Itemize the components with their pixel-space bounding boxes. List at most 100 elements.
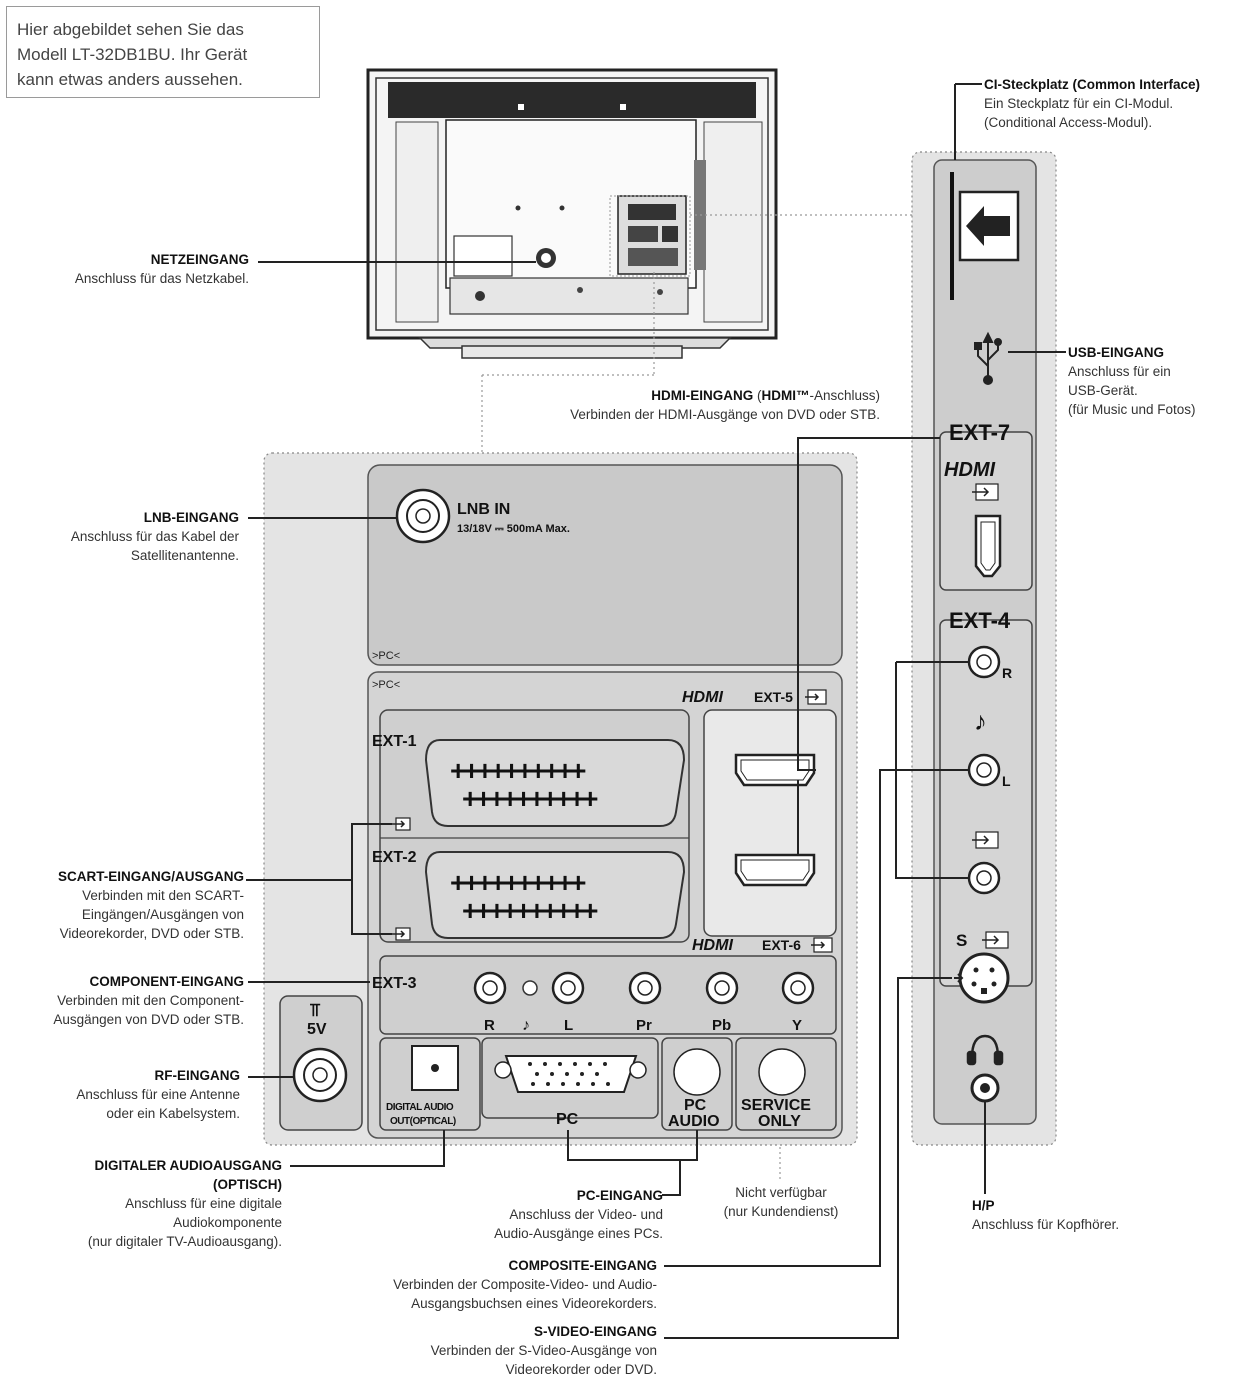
ext1-label: EXT-1 (372, 733, 417, 750)
scart-desc-1: Verbinden mit den SCART- (82, 888, 244, 903)
pc-callout: PC-EINGANG Anschluss der Video- und Audi… (494, 1186, 663, 1243)
hdmi-title-mid: ( (753, 388, 762, 403)
comp-pr-label: Pr (636, 1017, 652, 1034)
svideo-desc-1: Verbinden der S-Video-Ausgänge von (430, 1343, 657, 1358)
digital-audio-desc-2: Audiokomponente (173, 1215, 282, 1230)
hdmi-callout: HDMI-EINGANG (HDMI™-Anschluss) Verbinden… (570, 386, 880, 424)
side-note-icon: ♪ (974, 706, 987, 736)
usb-callout: USB-EINGANG Anschluss für ein USB-Gerät.… (1068, 343, 1196, 419)
side-panel (911, 151, 1057, 1146)
rf-antenna-icon: ⫪ (310, 1000, 320, 1020)
digital-audio-label-2: OUT(OPTICAL) (390, 1116, 456, 1127)
scart-title: SCART-EINGANG/AUSGANG (57, 869, 244, 884)
hdmi-desc: Verbinden der HDMI-Ausgänge von DVD oder… (570, 407, 880, 422)
hdmi-logo-ext5: HDMI (682, 689, 723, 706)
component-title: COMPONENT-EINGANG (89, 974, 244, 989)
hp-desc: Anschluss für Kopfhörer. (972, 1217, 1120, 1232)
digital-audio-label-1: DIGITAL AUDIO (386, 1102, 454, 1113)
ci-desc-1: Ein Steckplatz für ein CI-Modul. (984, 96, 1174, 111)
rf-5v-label: 5V (307, 1021, 327, 1038)
usb-icon (974, 331, 1002, 385)
netzeingang-callout: NETZEINGANG Anschluss für das Netzkabel. (75, 250, 249, 288)
pc-tag-bottom: >PC< (372, 679, 400, 691)
ext7-label: EXT-7 (949, 420, 1010, 445)
main-panel (263, 452, 858, 1146)
ci-callout: CI-Steckplatz (Common Interface) Ein Ste… (984, 75, 1200, 132)
guide-lines (481, 214, 912, 1182)
svideo-callout: S-VIDEO-EINGANG Verbinden der S-Video-Au… (431, 1322, 657, 1379)
digital-audio-desc-3: (nur digitaler TV-Audioausgang). (87, 1234, 282, 1249)
service-label-2: ONLY (758, 1113, 801, 1130)
composite-desc-2: Ausgangsbuchsen eines Videorekorders. (411, 1296, 657, 1311)
ci-desc-2: (Conditional Access-Modul). (984, 115, 1153, 130)
ext6-label: EXT-6 (762, 937, 801, 953)
hdmi-logo-ext6: HDMI (692, 937, 733, 954)
pc-title: PC-EINGANG (576, 1188, 663, 1203)
model-note-line-2: Modell LT-32DB1BU. Ihr Gerät (17, 45, 248, 64)
scart-callout: SCART-EINGANG/AUSGANG Verbinden mit den … (58, 867, 244, 943)
netzeingang-desc: Anschluss für das Netzkabel. (74, 271, 249, 286)
rf-callout: RF-EINGANG Anschluss für eine Antenne od… (76, 1066, 240, 1123)
service-label-1: SERVICE (741, 1097, 811, 1114)
digital-audio-title-2: (OPTISCH) (213, 1177, 282, 1192)
usb-title: USB-EINGANG (1068, 345, 1165, 360)
hdmi-title: HDMI-EINGANG (651, 388, 754, 403)
digital-audio-callout: DIGITALER AUDIOAUSGANG (OPTISCH) Anschlu… (88, 1156, 282, 1251)
rf-desc-1: Anschluss für eine Antenne (76, 1087, 240, 1102)
ext4-label: EXT-4 (949, 608, 1011, 633)
service-callout: Nicht verfügbar (nur Kundendienst) (722, 1183, 840, 1221)
comp-note-icon: ♪ (522, 1017, 530, 1034)
scart-desc-3: Videorekorder, DVD oder STB. (59, 926, 244, 941)
vga-pins (528, 1062, 610, 1086)
lnb-callout: LNB-EINGANG Anschluss für das Kabel der … (71, 508, 239, 565)
usb-desc-3: (für Music und Fotos) (1068, 402, 1196, 417)
scart1-pins-top: ++++++++++ (450, 755, 586, 786)
ci-title: CI-Steckplatz (Common Interface) (984, 77, 1201, 92)
hdmi-logo-ext7: HDMI (944, 459, 996, 481)
pc-audio-label-2: AUDIO (668, 1113, 720, 1130)
scart2-pins-top: ++++++++++ (450, 867, 586, 898)
pc-tag-top: >PC< (372, 650, 400, 662)
model-note-line-1: Hier abgebildet sehen Sie das (17, 20, 244, 39)
lnb-title: LNB-EINGANG (143, 510, 239, 525)
composite-callout: COMPOSITE-EINGANG Verbinden der Composit… (393, 1256, 657, 1313)
hp-callout: H/P Anschluss für Kopfhörer. (972, 1196, 1119, 1234)
lnb-spec-label: 13/18V ⎓ 500mA Max. (457, 523, 570, 535)
svideo-desc-2: Videorekorder oder DVD. (505, 1362, 657, 1377)
hp-title: H/P (972, 1198, 995, 1213)
composite-title: COMPOSITE-EINGANG (508, 1258, 657, 1273)
component-desc-2: Ausgängen von DVD oder STB. (53, 1012, 244, 1027)
component-desc-1: Verbinden mit den Component- (57, 993, 244, 1008)
ext2-label: EXT-2 (372, 849, 417, 866)
tv-back-illustration (366, 68, 778, 359)
pc-desc-1: Anschluss der Video- und (509, 1207, 663, 1222)
scart2-pins-bottom: ++++++++++ (462, 895, 598, 926)
lnb-in-label: LNB IN (457, 501, 510, 518)
digital-audio-title-1: DIGITALER AUDIOAUSGANG (94, 1158, 283, 1173)
headphone-icon (966, 1034, 1004, 1066)
ext3-label: EXT-3 (372, 975, 417, 992)
side-r-label: R (1002, 665, 1012, 681)
lnb-desc-2: Satellitenantenne. (130, 548, 239, 563)
service-desc-1: Nicht verfügbar (735, 1185, 827, 1200)
netzeingang-title: NETZEINGANG (150, 252, 249, 267)
composite-desc-1: Verbinden der Composite-Video- und Audio… (393, 1277, 657, 1292)
pc-audio-label-1: PC (684, 1097, 707, 1114)
model-note-box: Hier abgebildet sehen Sie das Modell LT-… (6, 6, 320, 98)
svideo-title: S-VIDEO-EINGANG (533, 1324, 657, 1339)
svideo-pins (971, 967, 997, 987)
comp-r-label: R (484, 1017, 495, 1034)
model-note-line-3: kann etwas anders aussehen. (17, 70, 243, 89)
comp-pb-label: Pb (712, 1017, 731, 1034)
comp-y-label: Y (792, 1017, 802, 1034)
pc-label: PC (556, 1111, 579, 1128)
rf-title: RF-EINGANG (154, 1068, 241, 1083)
ext5-label: EXT-5 (754, 689, 793, 705)
leader-lines (246, 83, 1066, 1339)
comp-l-label: L (564, 1017, 573, 1034)
digital-audio-desc-1: Anschluss für eine digitale (125, 1196, 282, 1211)
component-callout: COMPONENT-EINGANG Verbinden mit den Comp… (53, 972, 244, 1029)
lnb-desc-1: Anschluss für das Kabel der (70, 529, 239, 544)
usb-desc-2: USB-Gerät. (1068, 383, 1138, 398)
